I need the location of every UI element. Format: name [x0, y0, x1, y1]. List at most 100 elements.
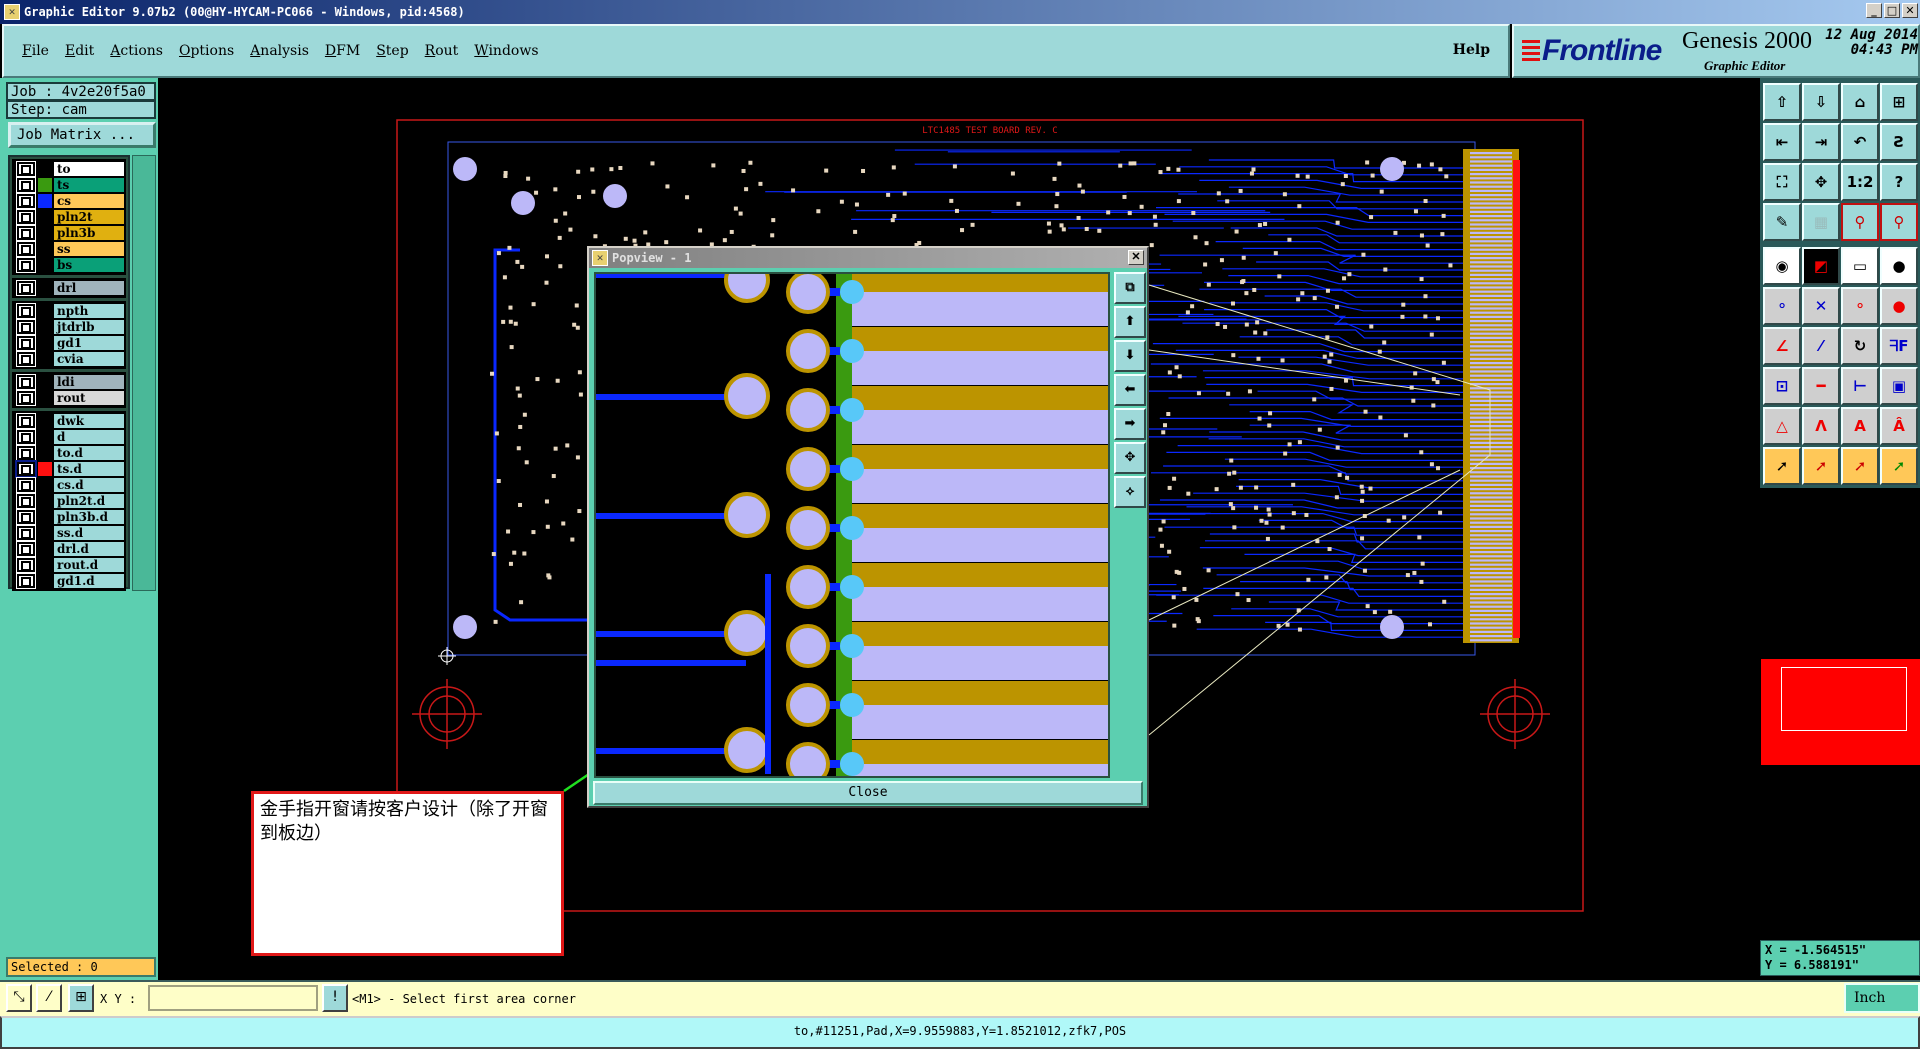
close-window-button[interactable]: ✕: [1902, 3, 1918, 18]
layer-checkbox[interactable]: [16, 509, 36, 525]
popview-title-bar[interactable]: ✕ Popview - 1 ✕: [589, 248, 1147, 268]
menu-options[interactable]: Options: [178, 43, 235, 59]
layer-row-to[interactable]: to: [14, 161, 124, 177]
layer-row-pln2t[interactable]: pln2t: [14, 209, 124, 225]
home-icon[interactable]: ⌂: [1841, 83, 1879, 121]
menu-edit[interactable]: Edit: [64, 43, 95, 59]
layer-name[interactable]: to: [54, 162, 124, 176]
popview-close-button[interactable]: Close: [593, 781, 1143, 805]
feature-info-icon[interactable]: ◉: [1763, 247, 1801, 285]
layer-checkbox[interactable]: [16, 319, 36, 335]
pan-right-icon[interactable]: ⇥: [1802, 123, 1840, 161]
layer-checkbox[interactable]: [16, 225, 36, 241]
layer-name[interactable]: ss.d: [54, 526, 124, 540]
maximize-button[interactable]: □: [1884, 3, 1900, 18]
net-select-alt-icon[interactable]: ⚲: [1880, 203, 1918, 241]
layer-row-rout.d[interactable]: rout.d: [14, 557, 124, 573]
add-pad-icon[interactable]: ⚬: [1841, 287, 1879, 325]
layer-row-jtdrlb[interactable]: jtdrlb: [14, 319, 124, 335]
layer-checkbox[interactable]: [16, 541, 36, 557]
connect-icon[interactable]: ⚬: [1763, 287, 1801, 325]
layer-row-pln3b[interactable]: pln3b: [14, 225, 124, 241]
layer-checkbox[interactable]: [16, 335, 36, 351]
layer-checkbox[interactable]: [16, 193, 36, 209]
layer-row-ss[interactable]: ss: [14, 241, 124, 257]
job-matrix-button[interactable]: Job Matrix ...: [8, 122, 156, 148]
layer-checkbox[interactable]: [16, 303, 36, 319]
measure-button[interactable]: ⁄: [36, 984, 62, 1012]
add-pad-filled-icon[interactable]: ●: [1880, 287, 1918, 325]
snap-icon[interactable]: ◩: [1802, 247, 1840, 285]
layer-row-gd1[interactable]: gd1: [14, 335, 124, 351]
arc-a-icon[interactable]: Λ: [1802, 407, 1840, 445]
line-break-icon[interactable]: ━: [1802, 367, 1840, 405]
layer-row-ldi[interactable]: ldi: [14, 374, 124, 390]
layer-name[interactable]: cs.d: [54, 478, 124, 492]
layer-checkbox[interactable]: [16, 390, 36, 406]
select-box-icon[interactable]: ➚: [1802, 447, 1840, 485]
layer-name[interactable]: pln2t.d: [54, 494, 124, 508]
layer-checkbox[interactable]: [16, 351, 36, 367]
delete-node-icon[interactable]: ✕: [1802, 287, 1840, 325]
layer-checkbox[interactable]: [16, 573, 36, 589]
layer-name[interactable]: dwk: [54, 414, 124, 428]
popview-pan-up-button[interactable]: ⬆: [1114, 306, 1146, 338]
popview-zoom-in-button[interactable]: ⧉: [1114, 272, 1146, 304]
rotate-icon[interactable]: ↻: [1841, 327, 1879, 365]
layer-row-gd1.d[interactable]: gd1.d: [14, 573, 124, 589]
layer-name[interactable]: pln2t: [54, 210, 124, 224]
layer-name[interactable]: cs: [54, 194, 124, 208]
move-up-icon[interactable]: ⇧: [1763, 83, 1801, 121]
popview-zoom-view[interactable]: [594, 272, 1110, 778]
layer-row-d[interactable]: d: [14, 429, 124, 445]
arc-b-icon[interactable]: A: [1841, 407, 1879, 445]
layer-checkbox[interactable]: [16, 477, 36, 493]
triangle-icon[interactable]: △: [1763, 407, 1801, 445]
layer-checkbox[interactable]: [16, 209, 36, 225]
measure-icon[interactable]: ▭: [1841, 247, 1879, 285]
layer-row-rout[interactable]: rout: [14, 390, 124, 406]
layer-row-to.d[interactable]: to.d: [14, 445, 124, 461]
zoom-center-icon[interactable]: ✥: [1802, 163, 1840, 201]
layer-name[interactable]: cvia: [54, 352, 124, 366]
pointer-icon[interactable]: ➚: [1763, 447, 1801, 485]
layer-name[interactable]: ss: [54, 242, 124, 256]
draw-line-icon[interactable]: ∠: [1763, 327, 1801, 365]
zoom-fit-icon[interactable]: ⛶: [1763, 163, 1801, 201]
menu-dfm[interactable]: DFM: [324, 43, 361, 59]
layer-row-bs[interactable]: bs: [14, 257, 124, 273]
layer-row-drl[interactable]: drl: [14, 280, 124, 296]
menu-analysis[interactable]: Analysis: [250, 43, 309, 59]
pad-icon[interactable]: ●: [1880, 247, 1918, 285]
move-down-icon[interactable]: ⇩: [1802, 83, 1840, 121]
layer-name[interactable]: d: [54, 430, 124, 444]
layer-row-pln2t.d[interactable]: pln2t.d: [14, 493, 124, 509]
undo-view-icon[interactable]: ↶: [1841, 123, 1879, 161]
route-select-icon[interactable]: ➚: [1880, 447, 1918, 485]
alert-button[interactable]: !: [322, 984, 348, 1012]
dimension-icon[interactable]: ⊢: [1841, 367, 1879, 405]
layer-list-scrollbar[interactable]: [132, 155, 156, 591]
popview-close-icon[interactable]: ✕: [1128, 250, 1144, 265]
layer-checkbox[interactable]: [16, 445, 36, 461]
layer-checkbox[interactable]: [16, 429, 36, 445]
menu-file[interactable]: File: [22, 43, 49, 59]
mirror-icon[interactable]: ᖷF: [1880, 327, 1918, 365]
layer-checkbox[interactable]: [16, 493, 36, 509]
grid-button[interactable]: ⊞: [68, 984, 94, 1012]
minimize-button[interactable]: _: [1866, 3, 1882, 18]
layer-checkbox[interactable]: [16, 413, 36, 429]
layer-checkbox[interactable]: [16, 177, 36, 193]
s-route-icon[interactable]: Ƨ: [1880, 123, 1918, 161]
scale-1-2-icon[interactable]: 1:2: [1841, 163, 1879, 201]
pan-left-icon[interactable]: ⇤: [1763, 123, 1801, 161]
layer-checkbox[interactable]: [16, 525, 36, 541]
zoom-box-button[interactable]: ⤡: [6, 984, 32, 1012]
layer-name[interactable]: jtdrlb: [54, 320, 124, 334]
layer-name[interactable]: drl.d: [54, 542, 124, 556]
layer-checkbox[interactable]: [16, 241, 36, 257]
layer-name[interactable]: rout: [54, 391, 124, 405]
layer-checkbox[interactable]: [16, 280, 36, 296]
xy-input[interactable]: [148, 985, 318, 1011]
layer-row-pln3b.d[interactable]: pln3b.d: [14, 509, 124, 525]
